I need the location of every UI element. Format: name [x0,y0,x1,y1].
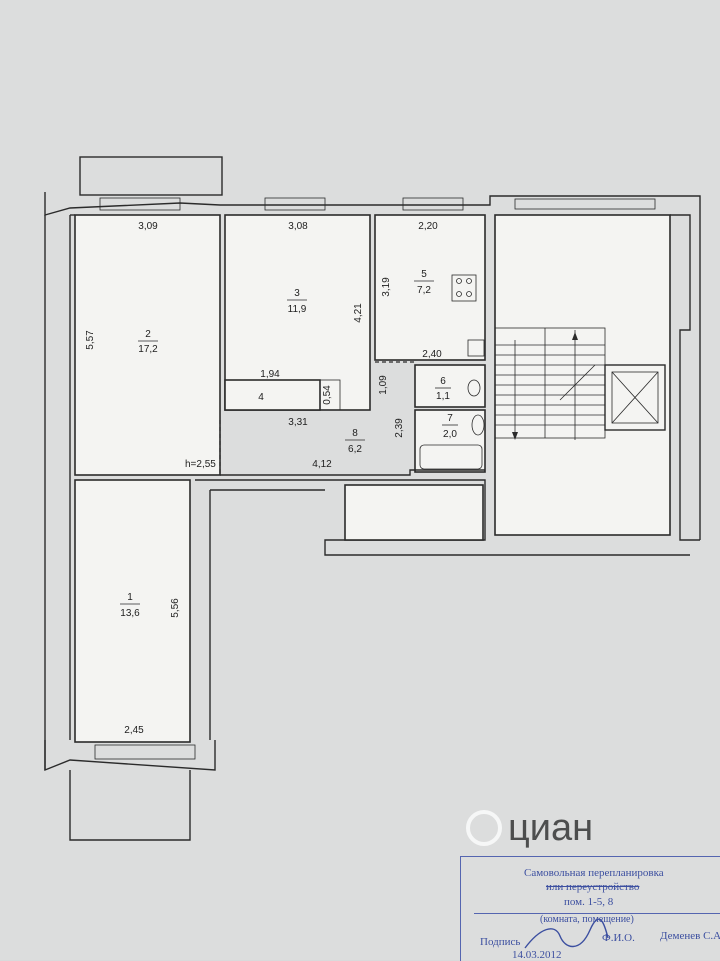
stamp-name-label: Ф.И.О. [602,932,635,944]
room-3 [224,214,371,411]
watermark-logo-icon [466,810,502,846]
stamp-signature-label: Подпись [480,936,521,948]
room-1-area: 13,6 [120,608,140,619]
storage-box [344,484,484,541]
room-7 [414,409,486,473]
dim-556: 5,56 [170,598,181,618]
room-8-area: 6,2 [348,444,362,455]
dimension-labels: 3,09 3,08 2,20 5,57 4,21 3,19 1,94 0,54 … [85,221,442,736]
dim-412: 4,12 [312,459,332,470]
room-7-area: 2,0 [443,429,457,440]
stamp-date: 14.03.2012 [512,949,562,961]
dim-308: 3,08 [288,221,308,232]
room-2-number: 2 [145,329,151,340]
room-8 [219,361,485,476]
dim-331: 3,31 [288,417,308,428]
dim-557: 5,57 [85,330,96,350]
dim-054: 0,54 [322,385,333,405]
room-6-area: 1,1 [436,391,450,402]
room-1 [74,479,690,743]
room-4-number: 4 [258,392,264,403]
dim-319: 3,19 [381,277,392,297]
dim-220: 2,20 [418,221,438,232]
stamp-frame [460,856,720,961]
room-5-area: 7,2 [417,285,431,296]
stamp-line-4: (комната, помещение) [540,914,634,925]
room-8-number: 8 [352,428,358,439]
room-3-number: 3 [294,288,300,299]
room-6-number: 6 [440,376,446,387]
room-2-area: 17,2 [138,344,158,355]
dim-309: 3,09 [138,221,158,232]
dim-194: 1,94 [260,369,280,380]
watermark-text: циан [508,807,593,849]
room-5-number: 5 [421,269,427,280]
outer-walls [44,156,701,841]
stamp-line-1: Самовольная перепланировка [524,867,664,879]
room-5 [374,214,486,361]
room-6 [414,364,486,408]
stamp-name-value: Деменев С.А [660,930,720,942]
stamp-rule [474,913,720,914]
room-7-number: 7 [447,413,453,424]
dim-239: 2,39 [394,418,405,438]
dim-109: 1,09 [378,375,389,395]
staircase [494,214,671,536]
signature-mark [524,918,609,949]
dim-245: 2,45 [124,725,144,736]
stamp-line-3: пом. 1-5, 8 [564,896,614,908]
cian-watermark: циан [462,790,642,860]
stamp-line-2: или переустройство [546,881,640,893]
room-3-area: 11,9 [288,304,307,315]
room-labels: 2 17,2 3 11,9 4 5 7,2 6 1,1 7 2,0 8 6,2 … [120,269,458,619]
room-1-number: 1 [127,592,133,603]
dim-240: 2,40 [422,349,442,360]
room-2 [74,214,221,476]
approval-stamp: Самовольная перепланировка или переустро… [460,856,720,961]
ceiling-height: h=2,55 [185,459,216,470]
dim-421: 4,21 [353,303,364,323]
